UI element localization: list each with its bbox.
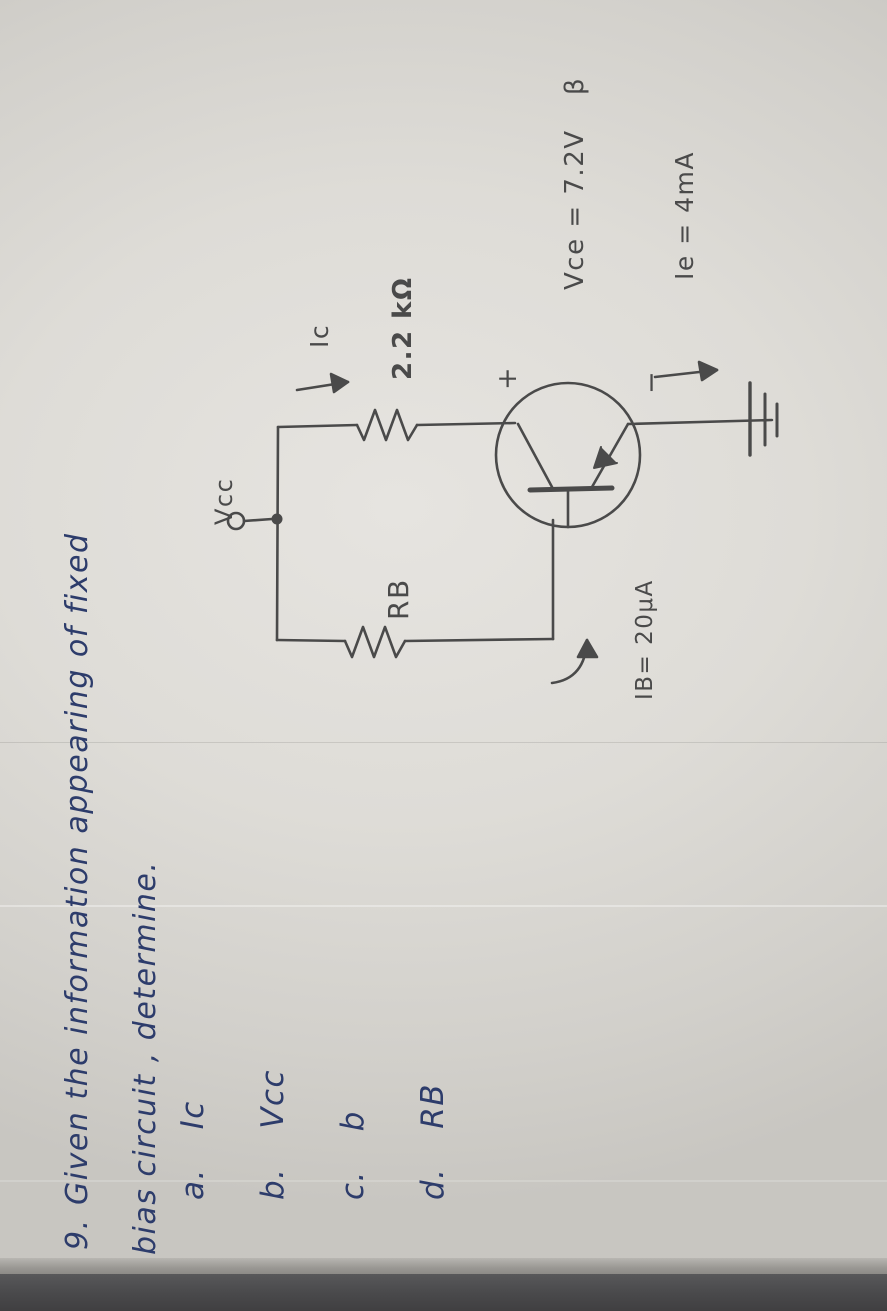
label-base-resistor: RB bbox=[382, 578, 415, 620]
list-item-c-label: b bbox=[335, 1110, 371, 1132]
list-item-d: d. RB bbox=[415, 1083, 451, 1200]
list-item-b-label: Vcc bbox=[255, 1068, 291, 1129]
label-collector-current: Ic bbox=[305, 323, 334, 348]
paper-crease-3 bbox=[0, 1180, 887, 1182]
paper-sheet bbox=[0, 0, 887, 1265]
label-emitter-current: Ie = 4mA bbox=[670, 151, 699, 280]
list-item-c: c. b bbox=[335, 1110, 371, 1200]
label-vce: Vce = 7.2V bbox=[560, 129, 590, 290]
list-item-a-marker: a. bbox=[175, 1168, 211, 1200]
paper-edge-shadow bbox=[0, 1258, 887, 1274]
list-item-d-marker: d. bbox=[415, 1167, 451, 1200]
list-item-c-marker: c. bbox=[335, 1170, 371, 1200]
label-plus-sign: + bbox=[492, 365, 523, 390]
list-item-a-label: Ic bbox=[175, 1100, 211, 1130]
paper-crease-1 bbox=[0, 905, 887, 907]
list-item-a: a. Ic bbox=[175, 1100, 211, 1200]
question-line-2: bias circuit , determine. bbox=[128, 860, 163, 1255]
desk-surface bbox=[0, 1274, 887, 1311]
list-item-b-marker: b. bbox=[255, 1167, 291, 1200]
label-base-current: IB= 20μA bbox=[632, 579, 658, 700]
label-beta: β bbox=[560, 76, 590, 95]
list-item-d-label: RB bbox=[415, 1082, 451, 1129]
paper-crease-2 bbox=[0, 742, 887, 743]
question-number: 9. bbox=[60, 1218, 95, 1250]
label-minus-sign: − bbox=[636, 369, 667, 394]
list-item-b: b. Vcc bbox=[255, 1069, 291, 1200]
question-line-1: Given the information appearing of fixed bbox=[60, 532, 95, 1206]
label-collector-resistor: 2.2 kΩ bbox=[388, 276, 418, 380]
label-vcc-terminal: Vcc bbox=[210, 477, 238, 525]
